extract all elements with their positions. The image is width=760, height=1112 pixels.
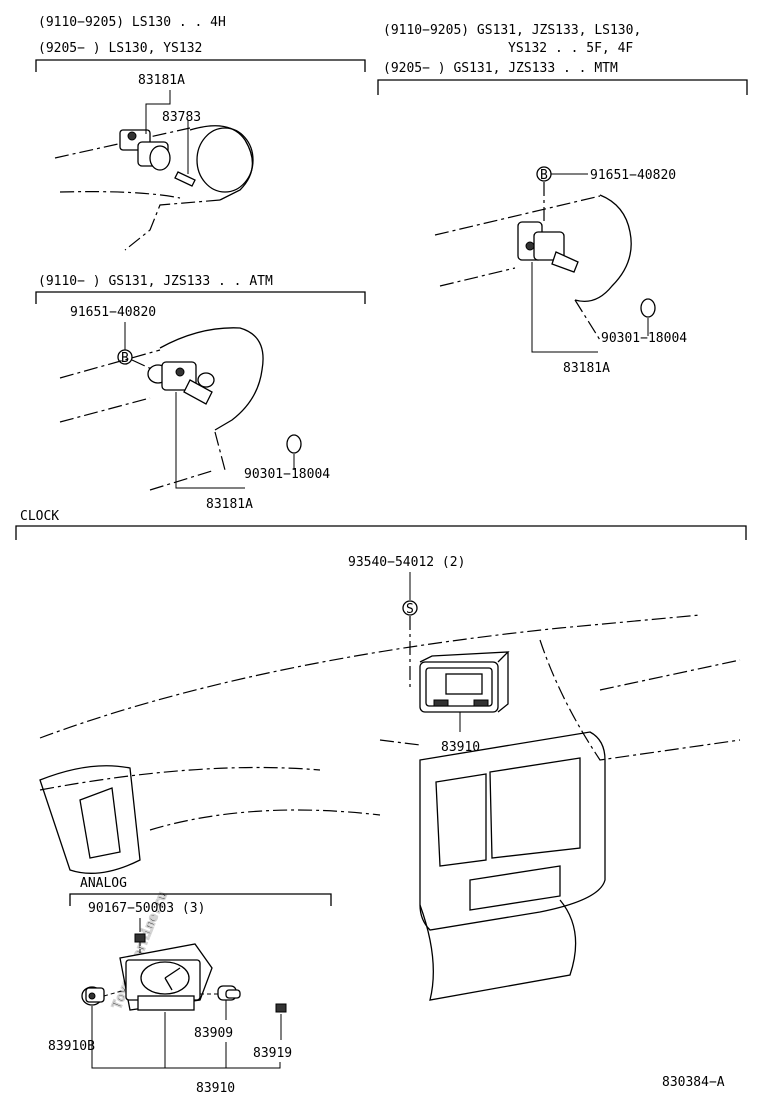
part-label-90301-18004: 90301−18004 xyxy=(601,331,687,346)
speed-sensor-icon xyxy=(119,129,171,171)
analog-clock-icon xyxy=(119,943,213,1011)
part-label-83181a: 83181A xyxy=(138,73,185,88)
part-label-83181a: 83181A xyxy=(563,361,610,376)
diagram-code: 830384−A xyxy=(662,1075,725,1090)
bulb-icon xyxy=(217,985,241,1001)
screw-icon xyxy=(134,933,146,943)
applicability-line-1: (9110− ) GS131, JZS133 . . ATM xyxy=(38,274,273,289)
o-ring-icon xyxy=(640,298,656,318)
part-label-83909: 83909 xyxy=(194,1026,233,1041)
applicability-line-2: (9205− ) LS130, YS132 xyxy=(38,41,202,56)
bolt-marker-letter: B xyxy=(121,351,129,366)
digital-clock-icon xyxy=(419,651,510,713)
speed-sensor-icon xyxy=(147,361,215,405)
section-top-left: (9110−9205) LS130 . . 4H (9205− ) LS130,… xyxy=(35,15,366,251)
applicability-line-3: (9205− ) GS131, JZS133 . . MTM xyxy=(383,61,618,76)
screw-marker-letter: S xyxy=(406,602,414,617)
small-bulb-icon xyxy=(275,1003,287,1013)
part-label-93540-54012: 93540−54012 (2) xyxy=(348,555,465,570)
section-clock: CLOCK 93540−54012 (2) S xyxy=(15,509,747,1001)
part-label-90301-18004: 90301−18004 xyxy=(244,467,330,482)
o-ring-icon xyxy=(286,434,302,454)
applicability-line-1: (9110−9205) GS131, JZS133, LS130, xyxy=(383,23,641,38)
applicability-line-1: (9110−9205) LS130 . . 4H xyxy=(38,15,226,30)
applicability-line-2: YS132 . . 5F, 4F xyxy=(508,41,633,56)
part-label-83919: 83919 xyxy=(253,1046,292,1061)
section-title-clock: CLOCK xyxy=(20,509,59,524)
speed-sensor-icon xyxy=(517,221,579,273)
section-top-right: (9110−9205) GS131, JZS133, LS130, YS132 … xyxy=(377,23,748,376)
part-label-91651-40820: 91651−40820 xyxy=(590,168,676,183)
bolt-marker-letter: B xyxy=(540,168,548,183)
section-analog: ANALOG 90167−50003 (3) xyxy=(48,876,332,1096)
screw-marker-icon xyxy=(402,600,418,616)
part-label-83910: 83910 xyxy=(196,1081,235,1096)
bulb-icon xyxy=(174,120,196,187)
part-label-83910: 83910 xyxy=(441,740,480,755)
part-label-91651-40820: 91651−40820 xyxy=(70,305,156,320)
part-label-83910b: 83910B xyxy=(48,1039,95,1054)
section-mid-left: (9110− ) GS131, JZS133 . . ATM 91651−408… xyxy=(35,274,366,512)
part-label-90167-50003: 90167−50003 (3) xyxy=(88,901,205,916)
bolt-marker-icon xyxy=(117,349,133,365)
part-label-83181a: 83181A xyxy=(206,497,253,512)
section-title-analog: ANALOG xyxy=(80,876,127,891)
part-label-83783: 83783 xyxy=(162,110,201,125)
socket-icon xyxy=(81,986,105,1006)
